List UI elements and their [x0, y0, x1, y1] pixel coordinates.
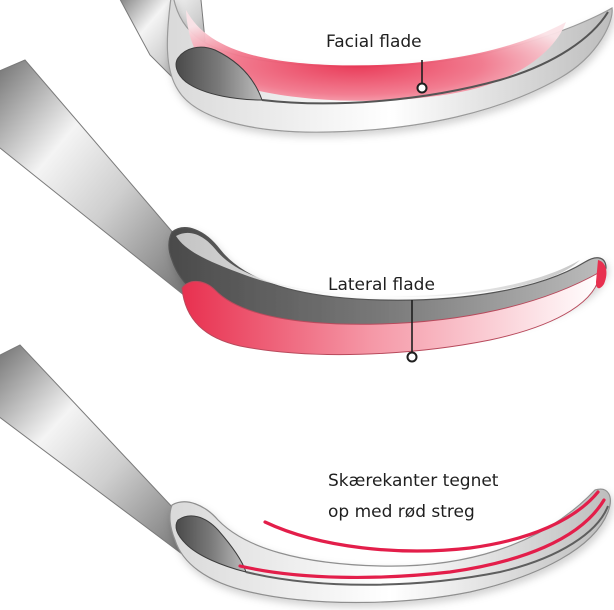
label-cutting-edges-line1: Skærekanter tegnet — [328, 466, 498, 497]
marker-facial — [418, 84, 427, 93]
marker-lateral — [408, 353, 417, 362]
instrument-3 — [0, 345, 610, 603]
label-facial-surface: Facial flade — [326, 32, 422, 53]
instrument-1 — [115, 0, 612, 132]
shaft-3 — [0, 345, 190, 560]
label-cutting-edges: Skærekanter tegnet op med rød streg — [328, 466, 498, 528]
shaft-2 — [0, 60, 190, 300]
label-cutting-edges-line2: op med rød streg — [328, 497, 498, 528]
label-lateral-surface: Lateral flade — [328, 275, 435, 296]
